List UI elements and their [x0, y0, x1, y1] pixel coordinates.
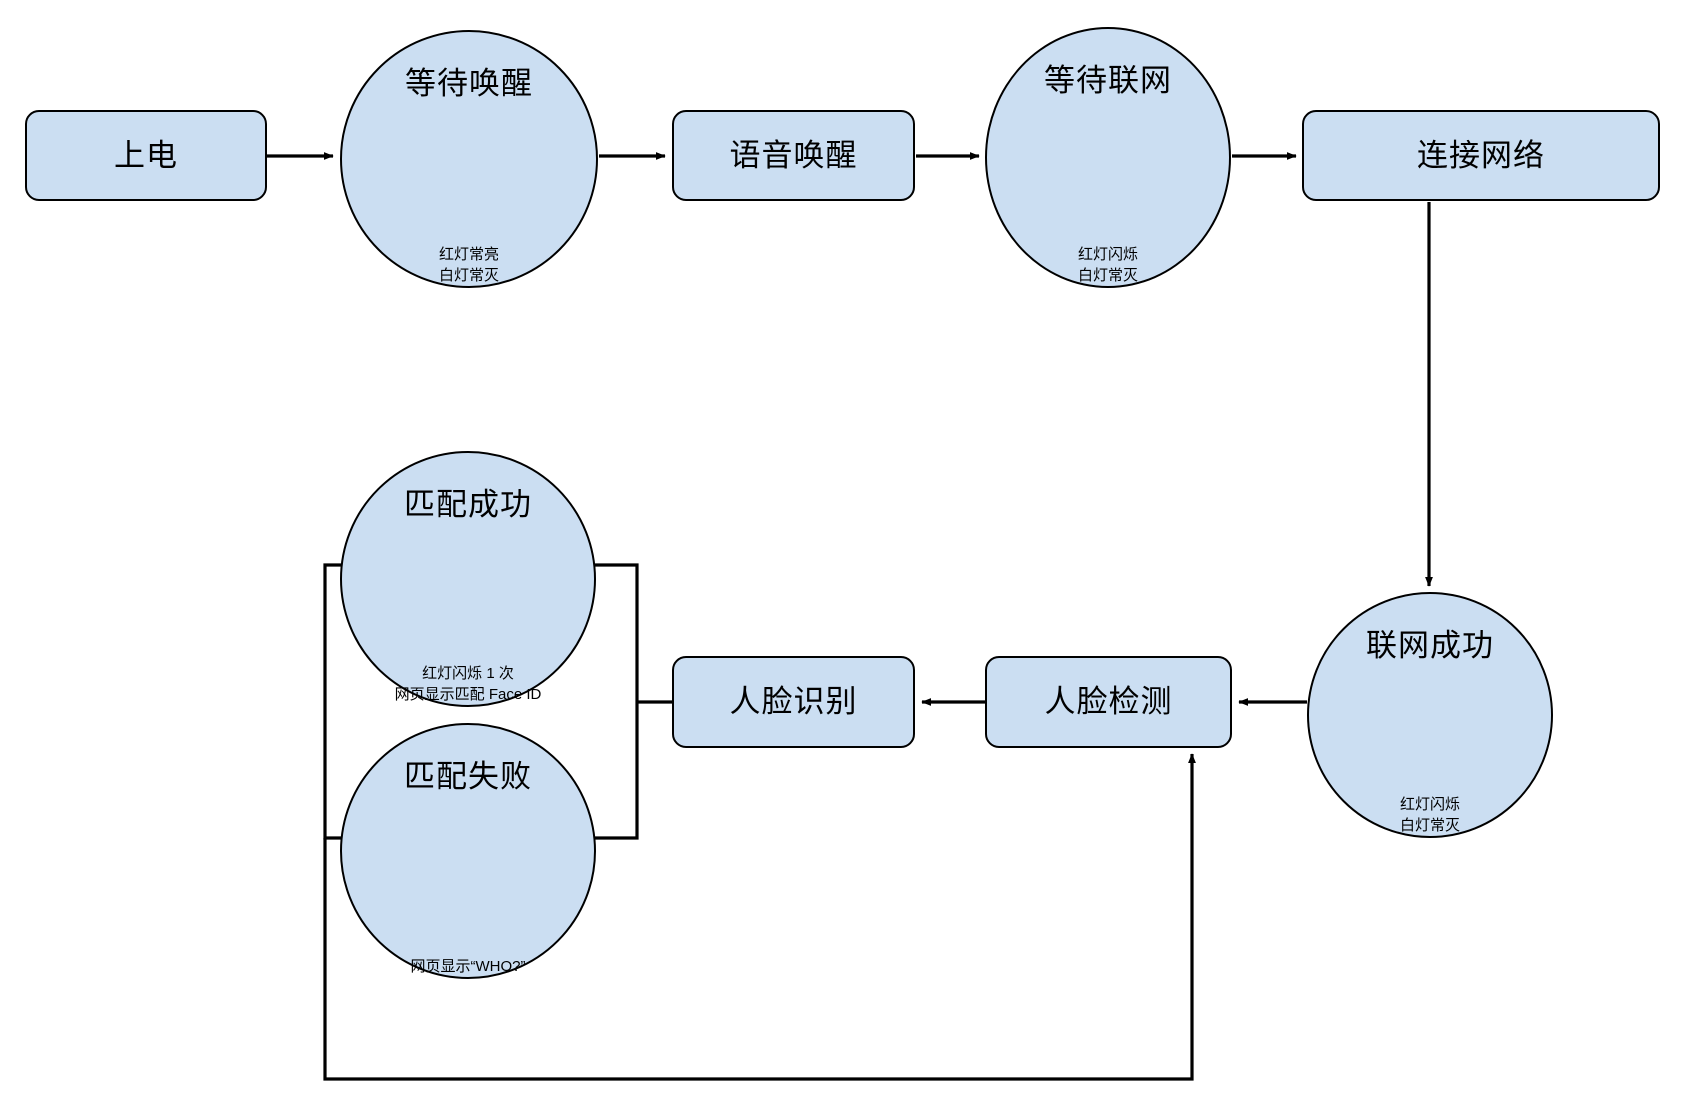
node-connect-network[interactable]: 连接网络: [1302, 110, 1660, 201]
node-label: 语音唤醒: [729, 137, 858, 173]
node-voice-wakeup[interactable]: 语音唤醒: [672, 110, 915, 201]
node-sublabel: 红灯闪烁 白灯常灭: [1077, 246, 1138, 284]
node-waiting-network[interactable]: 等待联网 红灯闪烁 白灯常灭: [985, 27, 1231, 288]
node-label: 人脸检测: [1044, 684, 1173, 719]
node-waiting-wakeup[interactable]: 等待唤醒 红灯常亮 白灯常灭: [340, 30, 598, 288]
node-face-detection[interactable]: 人脸检测: [985, 656, 1232, 748]
node-label: 等待唤醒: [405, 66, 533, 101]
node-sublabel: 网页显示“WHO?”: [410, 958, 526, 975]
node-network-success[interactable]: 联网成功 红灯闪烁 白灯常灭: [1307, 592, 1553, 838]
node-sublabel: 红灯闪烁 白灯常灭: [1399, 796, 1460, 834]
edge-face-recognition-to-match-bracket: [323, 563, 672, 840]
node-face-recognition[interactable]: 人脸识别: [672, 656, 915, 748]
node-label: 连接网络: [1417, 137, 1545, 173]
node-label: 联网成功: [1366, 628, 1494, 663]
node-sublabel: 红灯常亮 白灯常灭: [438, 246, 499, 284]
node-match-failure[interactable]: 匹配失败 网页显示“WHO?”: [340, 723, 596, 979]
node-match-success[interactable]: 匹配成功 红灯闪烁 1 次 网页显示匹配 Face ID: [340, 451, 596, 707]
node-label: 等待联网: [1044, 63, 1172, 98]
edge-match-failure-loop-to-face-detection: [323, 753, 1196, 1081]
node-power-on[interactable]: 上电: [25, 110, 267, 201]
node-label: 匹配成功: [404, 487, 532, 522]
node-sublabel: 红灯闪烁 1 次 网页显示匹配 Face ID: [394, 665, 542, 703]
node-label: 人脸识别: [729, 684, 858, 719]
node-label: 匹配失败: [404, 759, 532, 794]
node-label: 上电: [114, 137, 178, 173]
